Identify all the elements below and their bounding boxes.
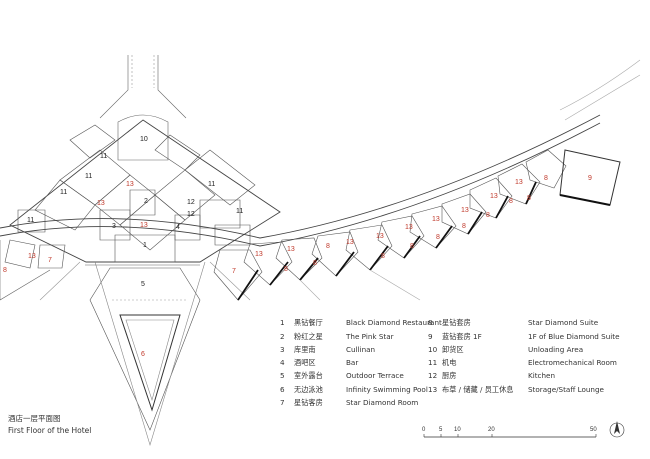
room-label: 11 — [60, 189, 67, 196]
room-label: 12 — [187, 211, 195, 218]
room-label: 10 — [140, 136, 148, 143]
scale-tick-label: 0 — [422, 427, 426, 433]
room-label: 4 — [176, 224, 180, 231]
room-label: 13 — [287, 246, 295, 253]
room-label: 8 — [486, 212, 490, 219]
room-label: 8 — [410, 243, 414, 250]
room-label: 1 — [143, 242, 147, 249]
plan-title-zh: 酒店一层平面图 — [8, 414, 61, 423]
room-label: 13 — [432, 216, 440, 223]
scale-tick-label: 5 — [439, 427, 443, 433]
room-label: 3 — [112, 223, 116, 230]
room-label: 8 — [381, 253, 385, 260]
room-label: 11 — [100, 153, 107, 160]
room-label: 8 — [436, 234, 440, 241]
room-label: 13 — [405, 224, 413, 231]
plan-title-en: First Floor of the Hotel — [8, 426, 92, 435]
room-label: 8 — [284, 266, 288, 273]
scale-bar: 0 5 10 20 50 — [422, 427, 597, 438]
room-label: 8 — [509, 198, 513, 205]
room-label: 11 — [27, 217, 34, 224]
room-label: 13 — [346, 239, 354, 246]
room-label: 8 — [326, 243, 330, 250]
room-label: 13 — [28, 253, 36, 260]
room-label: 6 — [141, 351, 145, 358]
central-building — [9, 55, 281, 263]
room-label: 11 — [85, 173, 92, 180]
room-labels: 10 11 11 11 11 11 11 12 12 13 13 13 13 1… — [3, 136, 592, 358]
room-label: 13 — [515, 179, 523, 186]
room-label: 8 — [527, 195, 531, 202]
room-label: 9 — [588, 175, 592, 182]
room-label: 13 — [140, 222, 148, 229]
room-label: 11 — [208, 181, 215, 188]
room-label: 8 — [3, 267, 7, 274]
guest-wing — [0, 59, 641, 301]
north-arrow-icon — [609, 421, 625, 438]
room-label: 7 — [232, 268, 236, 275]
scale-tick-label: 50 — [590, 427, 597, 433]
room-label: 13 — [490, 193, 498, 200]
room-label: 13 — [255, 251, 263, 258]
room-label: 13 — [126, 181, 134, 188]
room-label: 7 — [48, 257, 52, 264]
scale-tick-label: 10 — [454, 427, 461, 433]
room-label: 13 — [97, 200, 105, 207]
scale-tick-label: 20 — [488, 427, 495, 433]
room-label: 13 — [376, 233, 384, 240]
room-label: 13 — [461, 207, 469, 214]
room-label: 5 — [141, 281, 145, 288]
room-label: 8 — [544, 175, 548, 182]
room-label: 12 — [187, 199, 195, 206]
room-label: 2 — [144, 198, 148, 205]
room-label: 8 — [462, 223, 466, 230]
room-label: 8 — [313, 260, 317, 267]
room-label: 11 — [236, 208, 243, 215]
terrace-pool-wedge — [39, 261, 251, 447]
